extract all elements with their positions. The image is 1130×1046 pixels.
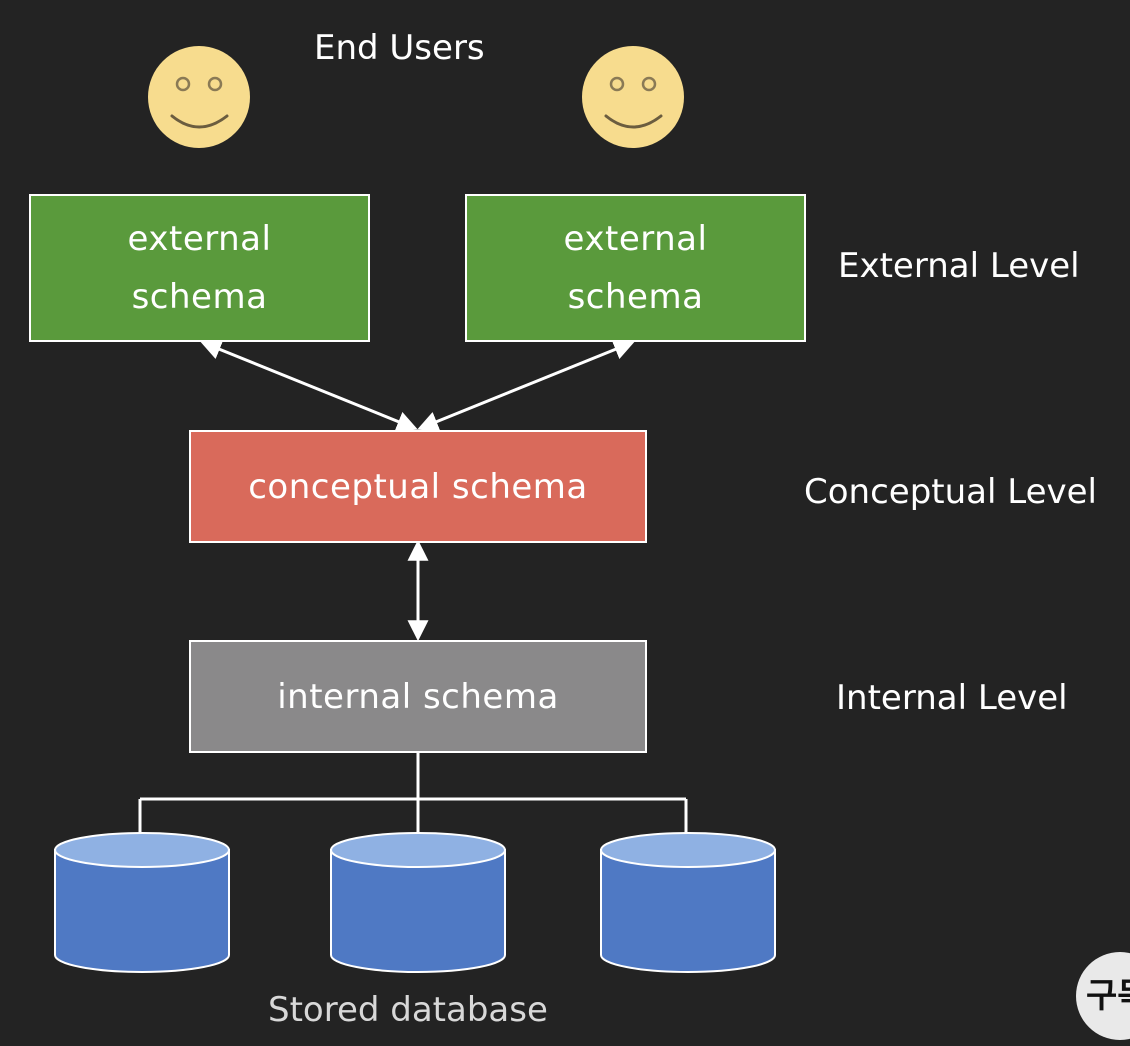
smiley-face-icon	[148, 46, 250, 148]
external-schema-line1: external	[127, 219, 272, 259]
external-schema-line1: external	[563, 219, 708, 259]
internal-level-label: Internal Level	[836, 678, 1068, 718]
stored-database-label: Stored database	[268, 990, 548, 1030]
arrow-external-right-to-conceptual	[417, 339, 635, 432]
external-schema-box-left: external schema	[29, 194, 370, 342]
database-connector-lines	[138, 753, 688, 833]
conceptual-schema-box: conceptual schema	[189, 430, 647, 543]
arrow-external-left-to-conceptual	[200, 339, 418, 432]
database-cylinder-icon	[600, 832, 776, 973]
database-cylinder-icon	[54, 832, 230, 973]
internal-schema-box: internal schema	[189, 640, 647, 753]
external-schema-box-right: external schema	[465, 194, 806, 342]
end-users-title: End Users	[314, 28, 485, 68]
smiley-face-icon	[582, 46, 684, 148]
database-cylinder-icon	[330, 832, 506, 973]
external-level-label: External Level	[838, 246, 1080, 286]
external-schema-line2: schema	[131, 277, 268, 317]
conceptual-level-label: Conceptual Level	[804, 472, 1098, 512]
internal-schema-label: internal schema	[277, 676, 559, 717]
conceptual-schema-label: conceptual schema	[248, 466, 588, 507]
external-schema-line2: schema	[567, 277, 704, 317]
